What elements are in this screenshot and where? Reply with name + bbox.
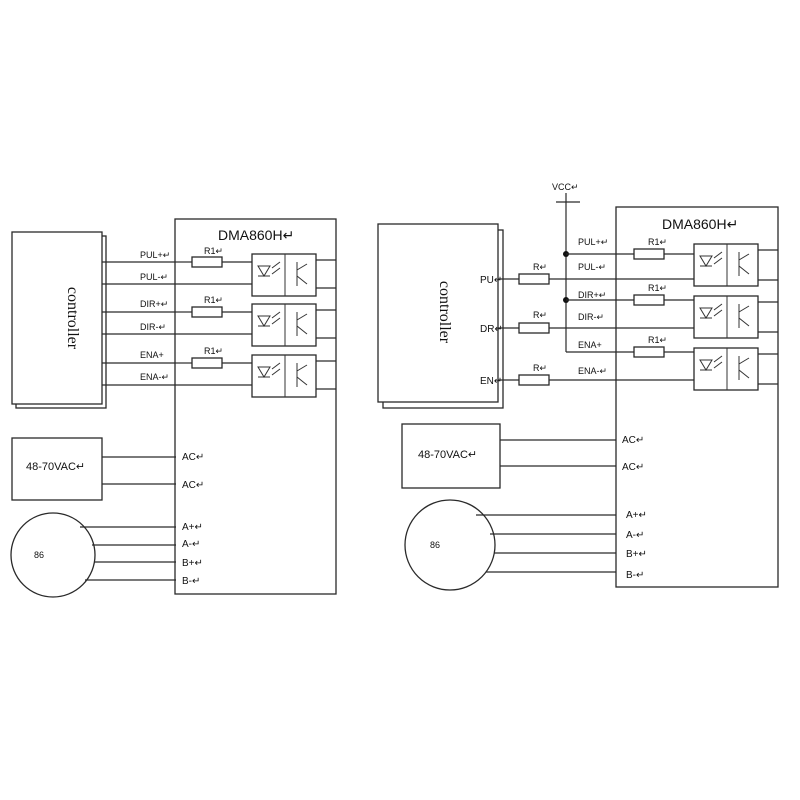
left-motor-circle [10, 512, 96, 598]
right-pin-pu: PU↵ [480, 275, 502, 286]
right-resistor-label-pul: R1↵ [648, 237, 667, 247]
right-signal-label-pul-plus: PUL+↵ [578, 237, 608, 247]
left-input-circuit-dir: R1↵ [176, 295, 336, 347]
right-power-supply-box [401, 423, 501, 489]
left-power-supply-box [11, 437, 103, 501]
right-signal-label-dir-plus: DIR+↵ [578, 290, 606, 300]
right-signal-label-ena-plus: ENA+ [578, 340, 602, 350]
right-ctrl-resistor-label-2: R↵ [533, 310, 547, 320]
left-terminal-b-minus: B-↵ [182, 576, 200, 587]
resistor-r [518, 374, 550, 386]
right-terminal-a-minus: A-↵ [626, 530, 644, 541]
left-terminal-ac2: AC↵ [182, 480, 204, 491]
right-driver-title: DMA860H↵ [662, 216, 738, 232]
left-resistor-label-pul: R1↵ [204, 246, 223, 256]
left-resistor-label-dir: R1↵ [204, 295, 223, 305]
right-resistor-label-ena: R1↵ [648, 335, 667, 345]
resistor-r1 [191, 256, 223, 268]
left-terminal-ac1: AC↵ [182, 452, 204, 463]
left-motor-label: 86 [34, 550, 44, 560]
left-controller-box [11, 231, 103, 405]
resistor-r1 [633, 346, 665, 358]
right-terminal-ac1: AC↵ [622, 435, 644, 446]
left-terminal-a-plus: A+↵ [182, 522, 203, 533]
optocoupler-icon [693, 347, 759, 391]
right-terminal-b-plus: B+↵ [626, 549, 647, 560]
right-terminal-ac2: AC↵ [622, 462, 644, 473]
right-controller-label: controller [436, 281, 453, 344]
optocoupler-icon [693, 295, 759, 339]
optocoupler-icon [251, 354, 317, 398]
right-ctrl-resistor-label-3: R↵ [533, 363, 547, 373]
right-diagram: controller PU↵ DR↵ EN↵ R↵ R↵ R↵ VCC↵ PUL… [377, 182, 779, 591]
right-signal-label-pul-minus: PUL-↵ [578, 262, 606, 272]
resistor-r [518, 322, 550, 334]
right-power-supply-label: 48-70VAC↵ [418, 449, 477, 461]
left-input-circuit-pul: R1↵ [176, 246, 336, 297]
right-controller-box [377, 223, 499, 403]
left-diagram: controller DMA860H↵ PUL+↵ PUL-↵ DIR+↵ DI… [10, 218, 337, 598]
right-input-circuit-dir: R1↵ [616, 283, 778, 339]
right-signal-label-dir-minus: DIR-↵ [578, 312, 604, 322]
right-input-circuit-ena: R1↵ [616, 335, 778, 391]
optocoupler-icon [251, 303, 317, 347]
right-motor-label: 86 [430, 540, 440, 550]
right-vcc-label: VCC↵ [552, 182, 579, 192]
left-power-supply-label: 48-70VAC↵ [26, 461, 85, 473]
resistor-r1 [191, 357, 223, 369]
resistor-r1 [191, 306, 223, 318]
left-signal-label-ena-plus: ENA+ [140, 350, 164, 360]
left-signal-label-ena-minus: ENA-↵ [140, 372, 169, 382]
right-ctrl-resistor-label-1: R↵ [533, 262, 547, 272]
resistor-r1 [633, 294, 665, 306]
left-signal-label-pul-plus: PUL+↵ [140, 250, 170, 260]
left-terminal-a-minus: A-↵ [182, 539, 200, 550]
resistor-r [518, 273, 550, 285]
optocoupler-icon [693, 243, 759, 287]
left-controller-label: controller [64, 287, 81, 350]
left-signal-label-dir-plus: DIR+↵ [140, 299, 168, 309]
right-terminal-a-plus: A+↵ [626, 510, 647, 521]
right-pin-dr: DR↵ [480, 324, 503, 335]
left-resistor-label-ena: R1↵ [204, 346, 223, 356]
right-input-circuit-pul: R1↵ [616, 237, 778, 287]
left-signal-label-dir-minus: DIR-↵ [140, 322, 166, 332]
left-signal-label-pul-minus: PUL-↵ [140, 272, 168, 282]
left-input-circuit-ena: R1↵ [176, 346, 336, 398]
left-terminal-b-plus: B+↵ [182, 558, 203, 569]
left-driver-title: DMA860H↵ [218, 227, 294, 243]
right-pin-en: EN↵ [480, 376, 502, 387]
right-motor-circle [404, 499, 496, 591]
resistor-r1 [633, 248, 665, 260]
right-resistor-label-dir: R1↵ [648, 283, 667, 293]
right-terminal-b-minus: B-↵ [626, 570, 644, 581]
right-signal-label-ena-minus: ENA-↵ [578, 366, 607, 376]
optocoupler-icon [251, 253, 317, 297]
